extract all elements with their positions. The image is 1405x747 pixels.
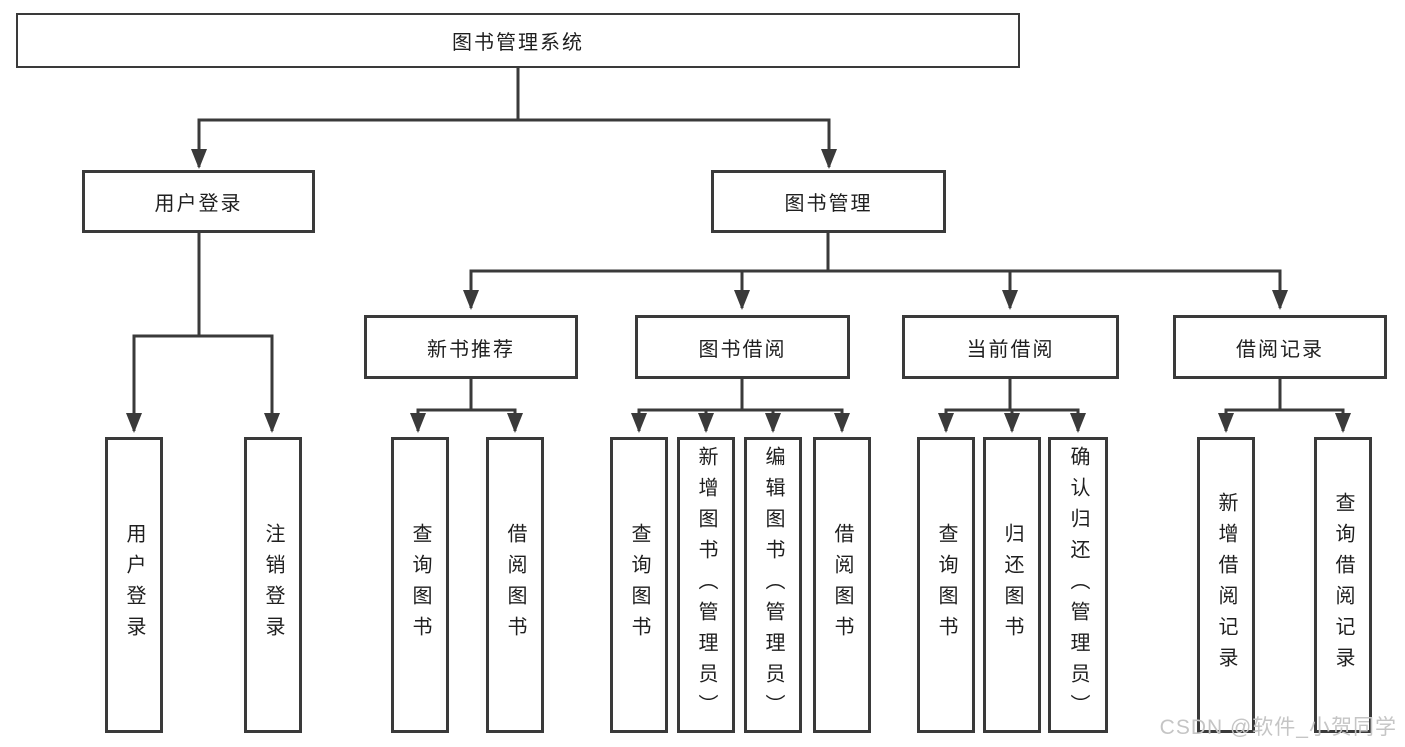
csdn-watermark: CSDN @软件_小贺同学 (1159, 716, 1397, 739)
leaf-logout: 注销登录 (244, 437, 302, 733)
leaf-add-book-admin: 新增图书（管理员） (677, 437, 735, 733)
node-library-system: 图书管理系统 (16, 13, 1020, 68)
leaf-current-query-book: 查询图书 (917, 437, 975, 733)
node-library-system-label: 图书管理系统 (452, 32, 584, 54)
node-new-book-recommend-label: 新书推荐 (427, 338, 515, 361)
node-book-management: 图书管理 (711, 170, 946, 233)
leaf-borrow-book: 借阅图书 (813, 437, 871, 733)
node-book-borrow: 图书借阅 (635, 315, 850, 379)
leaf-logout-label: 注销登录 (262, 523, 284, 647)
node-new-book-recommend: 新书推荐 (364, 315, 578, 379)
leaf-user-login-label: 用户登录 (123, 523, 145, 647)
leaf-user-login: 用户登录 (105, 437, 163, 733)
leaf-borrow-query-book-label: 查询图书 (628, 523, 650, 647)
leaf-current-query-book-label: 查询图书 (935, 523, 957, 647)
leaf-recommend-borrow-book: 借阅图书 (486, 437, 544, 733)
node-book-borrow-label: 图书借阅 (698, 338, 787, 361)
node-current-borrow: 当前借阅 (902, 315, 1119, 379)
leaf-edit-book-admin: 编辑图书（管理员） (744, 437, 802, 733)
node-borrow-records: 借阅记录 (1173, 315, 1387, 379)
leaf-add-book-admin-label: 新增图书（管理员） (695, 445, 717, 725)
node-current-borrow-label: 当前借阅 (966, 338, 1055, 361)
leaf-add-borrow-record: 新增借阅记录 (1197, 437, 1255, 733)
leaf-return-book-label: 归还图书 (1001, 523, 1023, 647)
leaf-recommend-query-book-label: 查询图书 (409, 523, 431, 647)
leaf-recommend-borrow-book-label: 借阅图书 (504, 523, 526, 647)
leaf-add-borrow-record-label: 新增借阅记录 (1215, 492, 1237, 678)
leaf-confirm-return-admin: 确认归还（管理员） (1048, 437, 1108, 733)
leaf-query-borrow-record-label: 查询借阅记录 (1332, 492, 1354, 678)
leaf-confirm-return-admin-label: 确认归还（管理员） (1067, 445, 1089, 725)
node-user-login-label: 用户登录 (154, 193, 243, 215)
node-book-management-label: 图书管理 (784, 193, 873, 215)
node-borrow-records-label: 借阅记录 (1236, 338, 1324, 361)
leaf-return-book: 归还图书 (983, 437, 1041, 733)
leaf-borrow-book-label: 借阅图书 (831, 523, 853, 647)
leaf-borrow-query-book: 查询图书 (610, 437, 668, 733)
leaf-query-borrow-record: 查询借阅记录 (1314, 437, 1372, 733)
node-user-login: 用户登录 (82, 170, 315, 233)
leaf-recommend-query-book: 查询图书 (391, 437, 449, 733)
leaf-edit-book-admin-label: 编辑图书（管理员） (762, 445, 784, 725)
